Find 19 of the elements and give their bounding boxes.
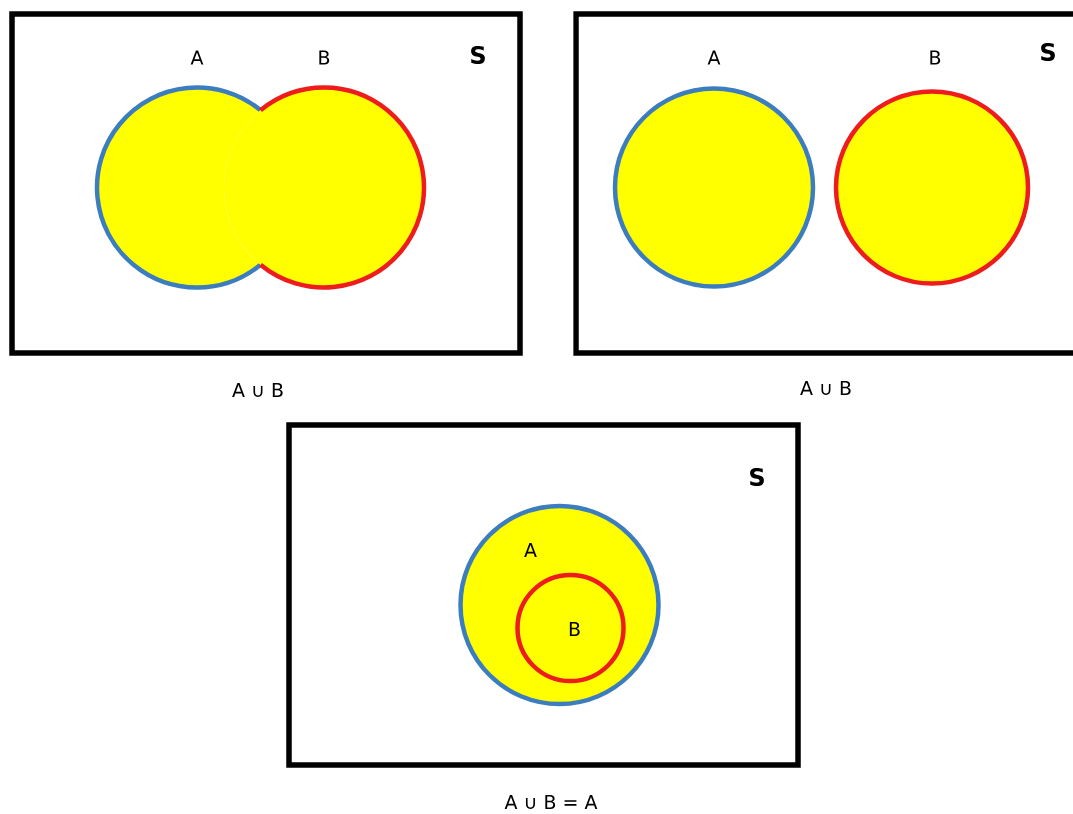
set-label: B	[930, 50, 941, 65]
set-rectangle	[9, 11, 523, 356]
set-circle	[612, 50, 816, 289]
set-label: B	[569, 622, 580, 636]
set-circle	[515, 572, 626, 684]
universe-label: S	[1041, 42, 1055, 62]
universe-label: S	[471, 45, 485, 65]
set-label: A	[707, 50, 721, 65]
universe-label: S	[750, 467, 764, 487]
set-label: A	[190, 50, 204, 65]
set-rectangle	[286, 422, 801, 768]
set-label: B	[319, 50, 330, 65]
caption: A ∪ B	[800, 381, 851, 395]
set-circle	[833, 50, 1031, 286]
caption: A ∪ B = A	[504, 795, 598, 809]
set-circle	[224, 50, 427, 290]
set-circle	[94, 50, 262, 290]
set-label: A	[524, 543, 537, 557]
caption: A ∪ B	[232, 383, 283, 397]
